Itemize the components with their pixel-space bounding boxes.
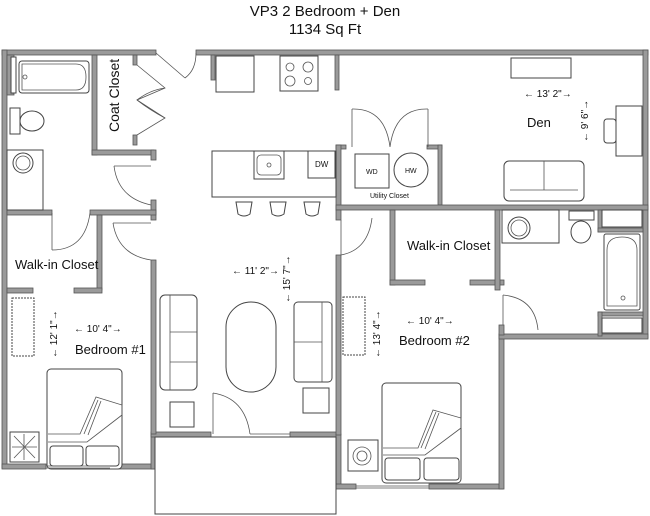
sofa-icon [159,294,198,391]
toilet-icon [570,220,592,244]
bath-1-door[interactable] [113,165,152,206]
pillow-icon [384,457,421,481]
living-room: ← 11' 2"→ ← 15' 7"→ [159,217,373,435]
desk-icon [615,105,643,157]
dresser-icon [11,297,35,357]
bathtub-icon [603,233,641,311]
bedroom-1-label: Bedroom #1 [75,342,146,357]
interior-walls [6,54,649,436]
plan-area: 1134 Sq Ft [288,21,362,38]
bar-stool-icon [269,201,287,217]
dresser-icon [342,296,366,356]
patio [154,436,337,515]
end-table-icon [169,401,195,428]
bedroom-1-width-dimension: ← 10' 4"→ [74,324,122,335]
kitchen: DW [211,55,337,217]
living-depth-dimension: ← 15' 7"→ [282,255,293,303]
bedroom-2-depth-dimension: ← 13' 4"→ [372,310,383,358]
bed-icon [46,368,123,470]
pillow-icon [423,457,460,481]
toilet-tank-icon [9,107,21,135]
walk-in-closet-1-door[interactable] [51,212,91,251]
bar-stool-icon [303,201,321,217]
utility-closet: WD HW Utility Closet [351,108,429,200]
chair-icon [603,118,617,144]
utility-closet-label: Utility Closet [370,193,409,200]
pillow-icon [49,445,84,467]
bathtub-icon [18,60,90,94]
bath-2 [501,209,643,334]
den-label: Den [527,115,551,130]
plan-title: VP3 2 Bedroom + Den [249,3,401,20]
end-table-icon [302,387,330,414]
toilet-icon [19,110,45,132]
toilet-tank-icon [568,210,595,221]
walk-in-closet-1-label: Walk-in Closet [15,257,99,272]
stove-icon [279,55,319,92]
bath-1 [6,56,90,211]
den-width-dimension: ← 13' 2"→ [524,89,572,100]
bedroom-1: ← 10' 4"→ ← 12' 1"→ Bedroom #1 [9,297,146,470]
walk-in-closet-2-label: Walk-in Closet [407,238,491,253]
den-depth-dimension: ← 9' 6"→ [580,100,591,142]
coat-closet-bifold-door[interactable] [136,64,166,136]
water-heater-icon [393,152,429,188]
linen-shelf [601,209,643,228]
bedroom-1-depth-dimension: ← 12' 1"→ [49,310,60,358]
washer-dryer-label: WD [366,169,378,176]
bedroom-2-width-dimension: ← 10' 4"→ [406,316,454,327]
bar-stool-icon [235,201,253,217]
bath-2-door[interactable] [502,294,539,331]
coat-closet-label: Coat Closet [106,59,122,132]
bedroom-2-hall-door[interactable] [340,217,373,256]
water-heater-label: HW [405,168,417,175]
dishwasher-icon [307,150,336,179]
bedroom-2: ← 10' 4"→ ← 13' 4"→ Bedroom #2 [342,296,470,484]
windows [46,465,429,489]
living-width-dimension: ← 11' 2"→ [232,266,279,277]
linen-shelf [10,56,17,94]
dishwasher-label: DW [315,160,329,169]
entry-door[interactable] [155,52,197,79]
tv-console [510,57,572,79]
den: ← 13' 2"→ Den ← 9' 6"→ [503,57,643,202]
coffee-table-icon [225,301,277,393]
bedroom-2-label: Bedroom #2 [399,333,470,348]
bedroom-1-door[interactable] [112,222,152,261]
refrigerator-icon [215,55,255,93]
washer-dryer-icon [354,153,390,189]
plant-icon [347,439,379,472]
linen-shelf [601,317,643,334]
pillow-icon [85,445,120,467]
